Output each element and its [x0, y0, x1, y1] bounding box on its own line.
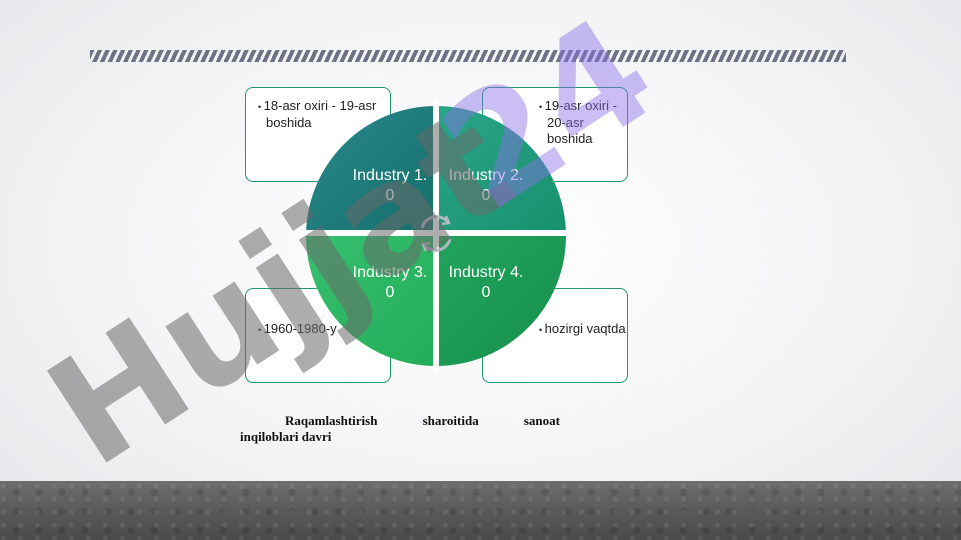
decorative-dash-bar	[90, 50, 846, 62]
caption-word-3: sanoat	[523, 413, 560, 428]
caption-word-2: sharoitida	[422, 413, 479, 428]
cycle-arrows-icon	[420, 215, 452, 252]
box-industry-3-text: 1960-1980-y	[256, 321, 392, 338]
caption-word-1: Raqamlashtirish	[285, 413, 378, 428]
quadrant-label-1: Industry 1.0	[352, 167, 428, 204]
caption: Raqamlashtirish sharoitida sanoat inqilo…	[240, 413, 560, 445]
box-industry-2-text: 19-asr oxiri - 20-asr boshida	[537, 98, 617, 147]
quadrant-2-shape	[436, 106, 566, 236]
floor-texture	[0, 481, 961, 540]
box-industry-1-text: 18-asr oxiri - 19-asr boshida	[256, 98, 392, 131]
box-industry-4-text: hozirgi vaqtda	[537, 321, 627, 338]
cycle-diagram	[300, 100, 572, 372]
caption-line-2: inqiloblari davri	[240, 429, 332, 444]
quadrant-label-3: Industry 3.0	[352, 264, 428, 301]
caption-line-1: Raqamlashtirish sharoitida sanoat	[240, 413, 560, 429]
quadrant-label-2: Industry 2.0	[448, 167, 524, 204]
quadrant-4-shape	[436, 236, 566, 366]
quadrant-3-shape	[306, 236, 436, 366]
quadrant-label-4: Industry 4.0	[448, 264, 524, 301]
quadrant-1-shape	[306, 106, 436, 236]
